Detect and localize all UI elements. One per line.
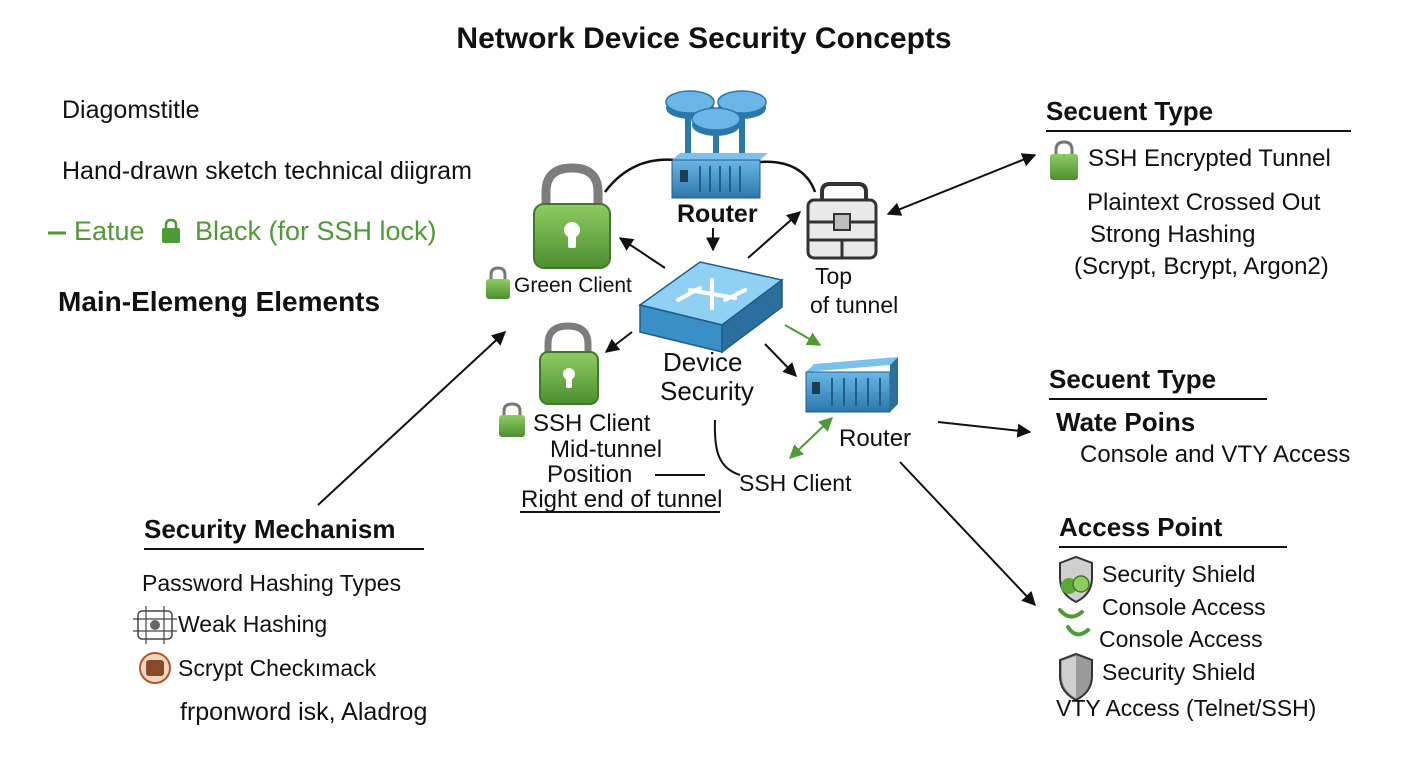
shield-icon-1: [1059, 555, 1093, 604]
type1-item-0: SSH Encrypted Tunnel: [1088, 145, 1331, 172]
arrow-to-router-right: [764, 343, 797, 378]
access-item-3: Security Shield: [1102, 659, 1256, 685]
small-lock-icon-ssh-client: [499, 402, 525, 437]
mechanism-item-0: Password Hashing Types: [142, 570, 402, 596]
legend-eatue: Eatue: [74, 216, 145, 246]
switch-icon: [638, 261, 784, 354]
tunnel-curve-right: [759, 160, 817, 193]
type2-item: Console and VTY Access: [1080, 441, 1351, 468]
access-item-0: Security Shield: [1102, 561, 1256, 587]
green-swoosh-icon: [1058, 608, 1084, 619]
of-tunnel-label: of tunnel: [810, 292, 899, 318]
arrow-router-to-access: [899, 461, 1036, 607]
type1-item-1: Plaintext Crossed Out: [1087, 189, 1321, 216]
access-item-1: Console Access: [1102, 594, 1266, 620]
type1-item-3: (Scrypt, Bcrypt, Argon2): [1074, 253, 1329, 280]
type2-heading: Secuent Type: [1049, 365, 1267, 400]
arrow-lockbox-to-type: [886, 153, 1037, 216]
router-icon-top: [665, 90, 768, 199]
arrow-green-double: [788, 417, 834, 459]
mechanism-item-2: Scrypt Checkımack: [178, 655, 377, 681]
access-item-4: VTY Access (Telnet/SSH): [1056, 695, 1317, 721]
mid-tunnel-label: Mid-tunnel: [550, 436, 663, 463]
ssh-padlock-icon: [539, 322, 599, 405]
position-label: Position: [547, 461, 633, 488]
left-line-1: Diagomstitle: [62, 96, 200, 124]
right-end-label: Right end of tunnel: [521, 486, 723, 513]
router-icon-right: [805, 357, 898, 413]
shield-icon-2: [1059, 652, 1093, 702]
type2-sub: Wate Poins: [1056, 407, 1196, 437]
access-item-2: Console Access: [1099, 626, 1263, 652]
top-label: Top: [815, 263, 853, 289]
mechanism-heading: Security Mechanism: [144, 515, 424, 550]
mechanism-item-1: Weak Hashing: [178, 611, 328, 637]
access-heading: Access Point: [1059, 513, 1287, 548]
ssh-client-bottom-label: SSH Client: [739, 470, 852, 496]
small-lock-icon-green-client: [486, 266, 510, 299]
left-line-2: Hand-drawn sketch technical diigram: [62, 157, 472, 185]
diagram-title: Network Device Security Concepts: [456, 22, 952, 55]
green-client-label: Green Client: [514, 274, 632, 297]
tunnel-curve-left: [603, 158, 676, 193]
mechanism-item-3: frponword isk, Aladrog: [180, 698, 428, 726]
router-top-label: Router: [677, 200, 758, 228]
green-padlock-icon: [533, 163, 611, 269]
green-swoosh-icon-2: [1066, 625, 1090, 637]
arrow-green-to-router: [784, 324, 822, 346]
lock-box-icon: [806, 182, 878, 260]
arrow-mechanism-to-elements: [317, 331, 507, 506]
type1-item-2: Strong Hashing: [1090, 221, 1256, 248]
arrow-to-ssh-lock: [604, 331, 633, 353]
type1-heading: Secuent Type: [1046, 97, 1351, 132]
tunnel-line-bottom: [713, 419, 741, 476]
badge-icon: [139, 652, 171, 684]
legend-black: Black (for SSH lock): [195, 216, 437, 246]
hash-icon: [133, 606, 177, 644]
arrow-router-to-wate: [937, 421, 1032, 438]
arrow-to-lockbox: [747, 211, 802, 259]
main-elements-label: Main-Elemeng Elements: [58, 286, 381, 317]
small-lock-icon-legend: [162, 218, 180, 243]
device-security-label-2: Security: [660, 376, 754, 406]
router-right-label: Router: [839, 425, 912, 452]
device-security-label-1: Device: [663, 347, 743, 377]
ssh-client-left-label: SSH Client: [533, 410, 651, 437]
arrow-to-green-lock: [618, 237, 666, 269]
small-lock-icon-ssh-tunnel: [1050, 140, 1078, 180]
